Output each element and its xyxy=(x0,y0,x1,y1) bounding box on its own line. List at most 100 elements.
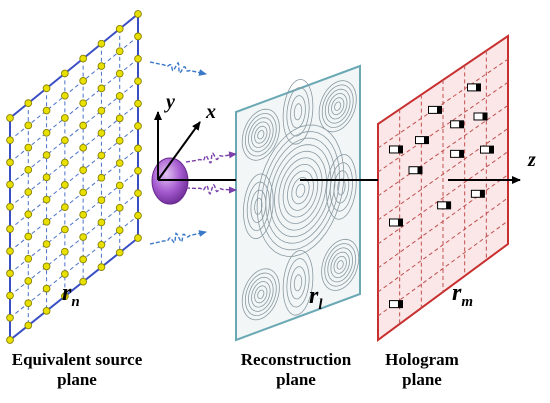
source-point xyxy=(79,255,87,264)
source-point xyxy=(6,291,14,300)
source-plane-face xyxy=(10,14,138,340)
contour-corner xyxy=(324,243,357,287)
reconstruction-position-label: rl xyxy=(309,283,323,313)
source-point xyxy=(6,269,14,278)
source-grid-line xyxy=(9,125,139,230)
source-point xyxy=(115,136,124,145)
microphone-head xyxy=(446,201,451,209)
source-point xyxy=(134,122,142,130)
contour-corner xyxy=(327,247,354,283)
hologram-plane-caption: Hologram plane xyxy=(372,350,472,390)
contour-side xyxy=(282,78,314,145)
source-point xyxy=(134,189,142,198)
contour-corner xyxy=(254,285,268,304)
source-point xyxy=(97,106,106,115)
source-point xyxy=(24,165,33,174)
source-point xyxy=(79,121,87,130)
contour-center xyxy=(256,124,345,257)
contour-corner xyxy=(321,238,360,291)
source-point xyxy=(6,247,14,256)
contour-side xyxy=(293,274,303,292)
contour-corner xyxy=(334,101,342,111)
contour-center xyxy=(278,157,323,224)
microphone xyxy=(437,201,452,210)
z-axis-label: z xyxy=(527,149,536,171)
hologram-grid-line xyxy=(377,128,509,221)
source-point xyxy=(115,25,124,33)
contour-center xyxy=(273,150,327,231)
source-point xyxy=(115,203,124,212)
wave-arrow xyxy=(149,230,207,245)
contour-center xyxy=(282,163,319,218)
equivalent-source-plane xyxy=(6,10,142,344)
hologram-caption-line1: Hologram xyxy=(385,350,459,369)
hologram-grid-line xyxy=(377,197,509,293)
source-point xyxy=(134,99,142,108)
contour-corner xyxy=(318,80,357,133)
source-point xyxy=(134,77,142,86)
source-point xyxy=(134,54,142,63)
microphone-head xyxy=(398,218,403,226)
wave-arrow xyxy=(149,61,207,76)
reconstruction-plane xyxy=(235,64,361,342)
microphone xyxy=(450,149,465,158)
source-point xyxy=(42,84,51,93)
source-point xyxy=(115,92,124,100)
source-point xyxy=(97,173,106,182)
wave-arrow xyxy=(185,151,237,164)
contour-side xyxy=(286,258,310,308)
contour-side xyxy=(326,154,357,220)
source-point xyxy=(42,128,51,137)
microphone-head xyxy=(482,112,487,120)
contour-center xyxy=(295,183,306,198)
reconstruction-plane-caption: Reconstruction plane xyxy=(228,350,364,390)
source-point xyxy=(79,210,87,219)
source-caption-line2: plane xyxy=(57,370,97,389)
contour-center xyxy=(287,170,314,211)
hologram-grid-line xyxy=(377,174,509,269)
source-point xyxy=(79,277,87,286)
source-point xyxy=(61,114,69,122)
y-axis-label: y xyxy=(164,91,175,113)
source-point xyxy=(24,254,33,263)
source-point xyxy=(79,233,87,241)
source-point xyxy=(24,299,33,308)
contour-corner xyxy=(247,117,274,153)
source-point xyxy=(6,313,14,322)
source-point xyxy=(61,292,69,301)
contour-side xyxy=(246,181,270,232)
microphone-head xyxy=(479,190,485,198)
source-grid-line xyxy=(9,148,139,252)
microphone xyxy=(470,189,485,198)
contour-side xyxy=(250,189,267,223)
source-point xyxy=(6,180,14,189)
hologram-caption-line2: plane xyxy=(402,370,442,389)
source-point xyxy=(97,196,106,204)
source-point xyxy=(97,39,106,48)
source-point xyxy=(79,77,87,85)
source-point xyxy=(61,158,69,167)
contour-corner xyxy=(244,272,277,317)
microphone xyxy=(480,145,494,154)
source-point xyxy=(115,248,124,257)
source-point xyxy=(115,159,124,167)
contour-corner xyxy=(257,289,265,299)
reconstruction-caption-line2: plane xyxy=(276,370,316,389)
source-point xyxy=(61,225,69,234)
source-point xyxy=(134,32,142,41)
source-point xyxy=(24,188,33,196)
contour-side xyxy=(254,197,263,215)
contour-corner xyxy=(247,276,274,312)
hologram-microphones xyxy=(389,83,494,309)
microphone xyxy=(473,112,488,121)
source-point xyxy=(6,136,14,145)
contour-side xyxy=(290,95,306,129)
source-grid-line xyxy=(9,192,139,296)
contour-corner xyxy=(254,125,268,144)
x-axis xyxy=(157,121,201,181)
source-point xyxy=(134,144,142,153)
source-point xyxy=(61,203,69,211)
microphone xyxy=(450,120,465,129)
source-point xyxy=(24,277,33,285)
